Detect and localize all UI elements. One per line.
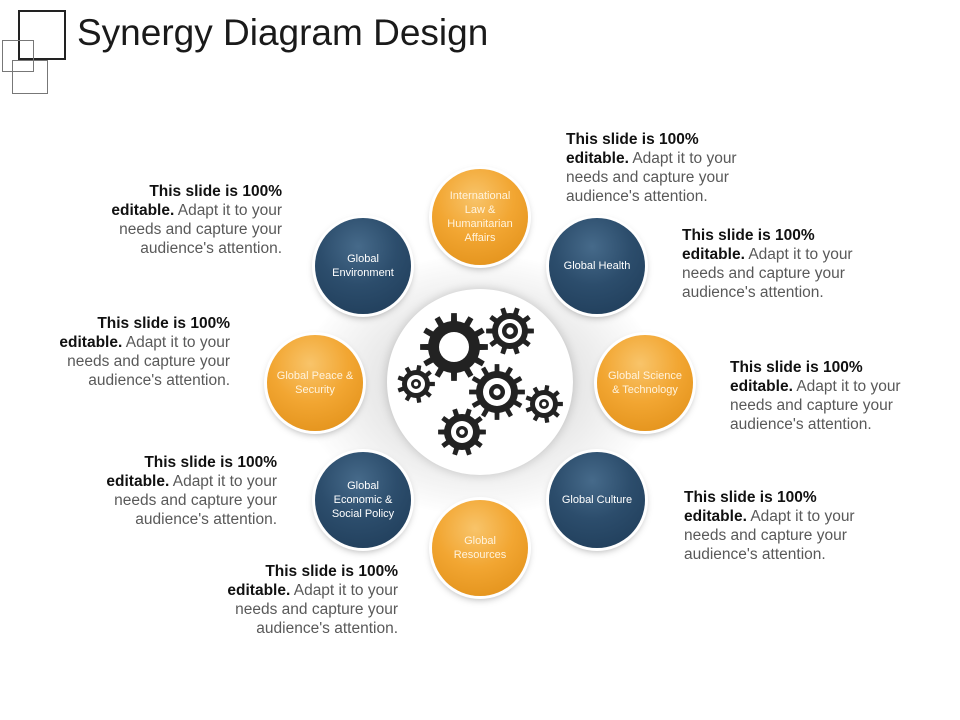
callout-text: Adapt it to your needs and capture your … (114, 473, 277, 528)
callout-bold: This slide is 100% editable. (684, 489, 817, 525)
node-label: Global Environment (332, 253, 394, 279)
callout-text: Adapt it to your needs and capture your … (730, 378, 901, 433)
callout-text: Adapt it to your needs and capture your … (235, 582, 398, 637)
logo-square-mid (12, 60, 48, 94)
node-label: Global Science & Technology (608, 370, 682, 396)
node-label: Global Culture (561, 494, 633, 506)
gears-hub (387, 289, 573, 475)
callout-bold: This slide is 100% editable. (106, 454, 277, 490)
callout-text: Adapt it to your needs and capture your … (684, 508, 855, 563)
logo-square-small (2, 40, 34, 72)
callout-top-left: This slide is 100% editable. Adapt it to… (92, 182, 282, 258)
callout-bold: This slide is 100% editable. (730, 359, 863, 395)
callout-text: Adapt it to your needs and capture your … (566, 150, 737, 205)
node-global-peace-security: Global Peace & Security (267, 335, 363, 431)
gear-axle-hole (493, 388, 501, 396)
logo-square-large (18, 10, 66, 60)
callout-text: Adapt it to your needs and capture your … (682, 246, 853, 301)
callout-right-lower: This slide is 100% editable. Adapt it to… (684, 488, 874, 564)
node-global-science-technology: Global Science & Technology (597, 335, 693, 431)
callout-left-middle: This slide is 100% editable. Adapt it to… (40, 314, 230, 390)
node-global-culture: Global Culture (549, 452, 645, 548)
callout-bold: This slide is 100% editable. (227, 563, 398, 599)
node-global-health: Global Health (549, 218, 645, 314)
slide-title: Synergy Diagram Design (77, 12, 489, 53)
node-label: Global Health (563, 260, 631, 272)
node-label: Global Peace & Security (276, 370, 354, 396)
gear-axle-hole (541, 401, 547, 407)
callout-bottom-left: This slide is 100% editable. Adapt it to… (208, 562, 398, 638)
callout-text: Adapt it to your needs and capture your … (119, 202, 282, 257)
node-label: Global Economic & Social Policy (331, 480, 395, 520)
gear-axle-hole (413, 381, 419, 387)
gear-axle-hole (459, 429, 465, 435)
node-international-law: International Law & Humanitarian Affairs (432, 169, 528, 265)
callout-right-upper: This slide is 100% editable. Adapt it to… (682, 226, 872, 302)
gears-icon (397, 307, 563, 456)
node-global-resources: Global Resources (432, 500, 528, 596)
gear-hole (439, 332, 469, 362)
callout-bold: This slide is 100% editable. (111, 183, 282, 219)
node-global-environment: Global Environment (315, 218, 411, 314)
node-label: International Law & Humanitarian Affairs (447, 190, 513, 244)
callout-right-middle: This slide is 100% editable. Adapt it to… (730, 358, 920, 434)
callout-top-right: This slide is 100% editable. Adapt it to… (566, 130, 756, 206)
callout-text: Adapt it to your needs and capture your … (67, 334, 230, 389)
callout-bold: This slide is 100% editable. (566, 131, 699, 167)
node-label: Global Resources (453, 535, 507, 561)
callout-bold: This slide is 100% editable. (59, 315, 230, 351)
gear-axle-hole (506, 327, 514, 335)
callout-bold: This slide is 100% editable. (682, 227, 815, 263)
node-global-economic-social-policy: Global Economic & Social Policy (315, 452, 411, 548)
callout-left-lower: This slide is 100% editable. Adapt it to… (87, 453, 277, 529)
